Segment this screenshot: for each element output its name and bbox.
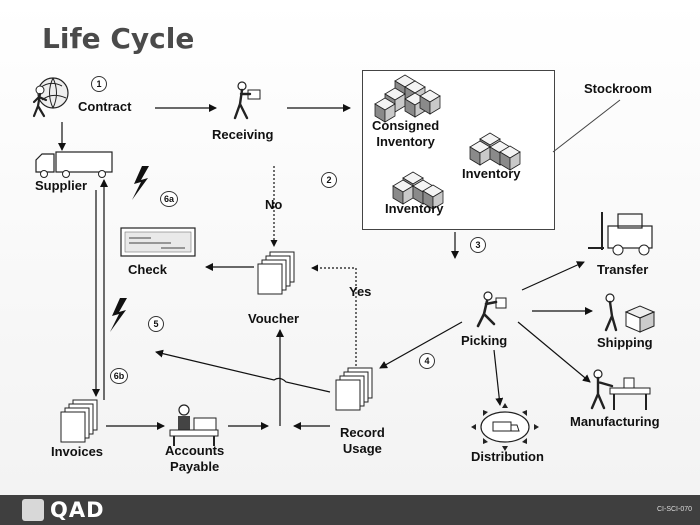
inventory-cubes-icon	[469, 132, 521, 171]
step-badge-4: 4	[419, 353, 435, 369]
node-label-record-usage: Record Usage	[340, 425, 385, 457]
node-label-consigned-line2: Inventory	[376, 134, 435, 149]
node-label-inventory-right: Inventory	[462, 166, 521, 181]
node-label-accounts-payable: Accounts Payable	[165, 443, 224, 475]
footer-bar: QAD CI-SCI-070	[0, 495, 700, 525]
slide-code: CI-SCI-070	[656, 506, 692, 513]
lightning-icon-6a	[132, 166, 149, 200]
node-label-manufacturing: Manufacturing	[570, 414, 660, 429]
edge-label-no: No	[265, 197, 283, 212]
node-label-consigned-line1: Consigned	[372, 118, 440, 133]
invoices-document-stack-icon	[60, 399, 98, 443]
node-label-accounts-line2: Payable	[170, 459, 220, 474]
record-usage-document-stack-icon	[335, 367, 373, 411]
check-icon	[120, 227, 196, 257]
accounts-payable-clerk-icon	[169, 404, 219, 446]
arrow-picking-to-manufacturing	[517, 321, 591, 383]
node-label-supplier: Supplier	[35, 178, 88, 193]
arrow-record-usage-to-supplier-flow	[155, 349, 331, 393]
manufacturing-worker-icon	[590, 369, 651, 410]
node-label-invoices: Invoices	[51, 444, 104, 459]
node-label-stockroom: Stockroom	[584, 81, 652, 96]
arrow-picking-to-record-usage	[379, 321, 463, 369]
step-badge-6a: 6a	[160, 191, 178, 207]
arrow-picking-to-distribution	[493, 349, 504, 406]
qad-logo-icon	[22, 499, 44, 521]
qad-logo-text: QAD	[50, 498, 105, 522]
truck-icon	[35, 151, 113, 178]
node-label-receiving: Receiving	[212, 127, 274, 142]
node-label-distribution: Distribution	[471, 449, 544, 464]
node-label-transfer: Transfer	[597, 262, 649, 277]
step-badge-1: 1	[91, 76, 107, 92]
node-label-shipping: Shipping	[597, 335, 653, 350]
step-badge-5: 5	[148, 316, 164, 332]
node-label-check: Check	[128, 262, 168, 277]
node-label-inventory-left: Inventory	[385, 201, 444, 216]
node-label-contract: Contract	[78, 99, 132, 114]
edge-label-yes: Yes	[349, 284, 372, 299]
lightning-icon-5	[110, 298, 127, 332]
arrow-record-usage-to-voucher-yes	[311, 264, 357, 366]
voucher-document-stack-icon	[257, 251, 295, 295]
forklift-icon	[588, 212, 653, 256]
node-label-record-line2: Usage	[342, 441, 382, 456]
consigned-inventory-cubes-icon	[374, 74, 441, 123]
node-label-voucher: Voucher	[248, 311, 300, 326]
node-label-consigned-inventory: Consigned Inventory	[372, 118, 439, 150]
slide-title: Life Cycle	[42, 22, 195, 55]
shipping-box-icon	[604, 293, 656, 333]
step-badge-6b: 6b	[110, 368, 128, 384]
picking-person-icon	[476, 291, 507, 328]
distribution-icon	[471, 403, 539, 451]
step-badge-3: 3	[470, 237, 486, 253]
step-badge-2: 2	[321, 172, 337, 188]
node-label-picking: Picking	[461, 333, 508, 348]
receiving-person-icon	[233, 81, 261, 120]
arrow-picking-to-transfer	[521, 261, 585, 291]
node-label-accounts-line1: Accounts	[165, 443, 225, 458]
node-label-record-line1: Record	[340, 425, 385, 440]
globe-icon	[32, 77, 69, 118]
